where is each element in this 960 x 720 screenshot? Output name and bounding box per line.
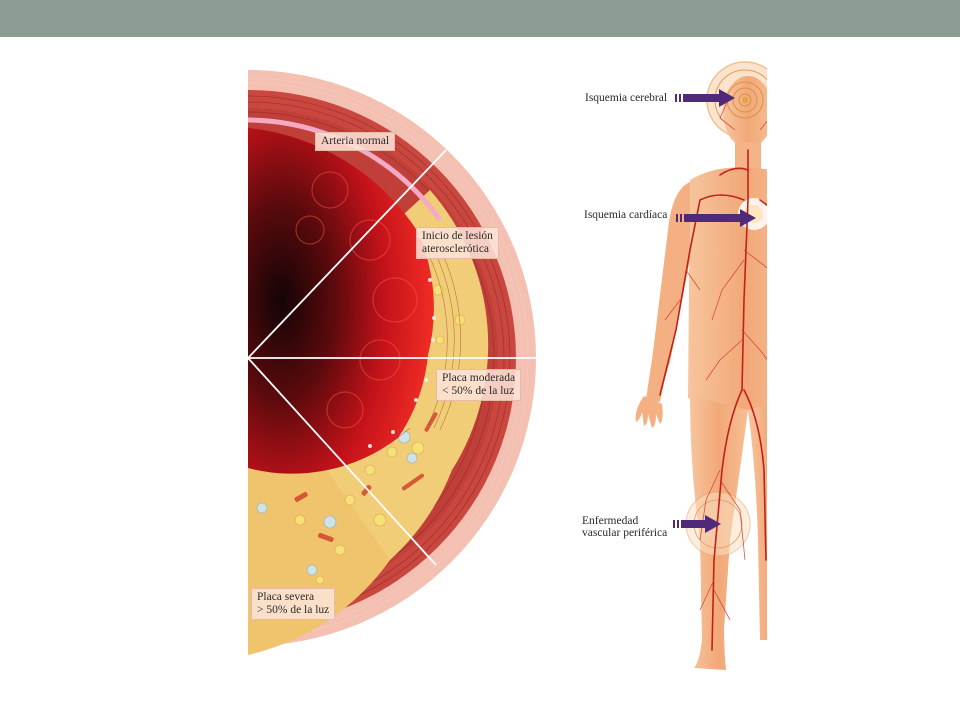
label-severe-plaque-line-2: > 50% de la luz	[257, 604, 330, 616]
label-severe-plaque: Placa severa > 50% de la luz	[251, 588, 336, 620]
arrow-right-icon	[673, 515, 721, 533]
artery-cross-section	[248, 70, 548, 655]
label-peripheral-line-1: Enfermedad	[582, 515, 639, 527]
left-hand	[635, 396, 663, 428]
label-moderate-plaque-line-2: < 50% de la luz	[442, 385, 515, 397]
label-peripheral-line-2: vascular periférica	[582, 527, 668, 539]
label-cerebral-ischemia: Isquemia cerebral	[585, 92, 668, 104]
right-leg	[748, 405, 767, 640]
left-arm	[646, 182, 690, 402]
lumen	[248, 128, 434, 474]
label-initial-lesion-line-1: Inicio de lesión	[422, 230, 493, 242]
label-moderate-plaque: Placa moderada < 50% de la luz	[436, 369, 522, 401]
arrow-right-icon	[676, 209, 756, 227]
top-bar	[0, 0, 960, 37]
label-peripheral-vascular-disease: Enfermedad vascular periférica	[582, 515, 667, 539]
label-normal-artery: Arteria normal	[315, 132, 396, 151]
label-moderate-plaque-line-1: Placa moderada	[442, 372, 516, 384]
label-initial-lesion-line-2: aterosclerótica	[422, 243, 490, 255]
label-cardiac-ischemia: Isquemia cardíaca	[584, 209, 668, 221]
label-initial-lesion: Inicio de lesión aterosclerótica	[416, 227, 499, 259]
vessel-network	[659, 149, 767, 651]
label-severe-plaque-line-1: Placa severa	[257, 591, 315, 603]
arrow-right-icon	[675, 89, 735, 107]
human-body	[635, 61, 767, 670]
